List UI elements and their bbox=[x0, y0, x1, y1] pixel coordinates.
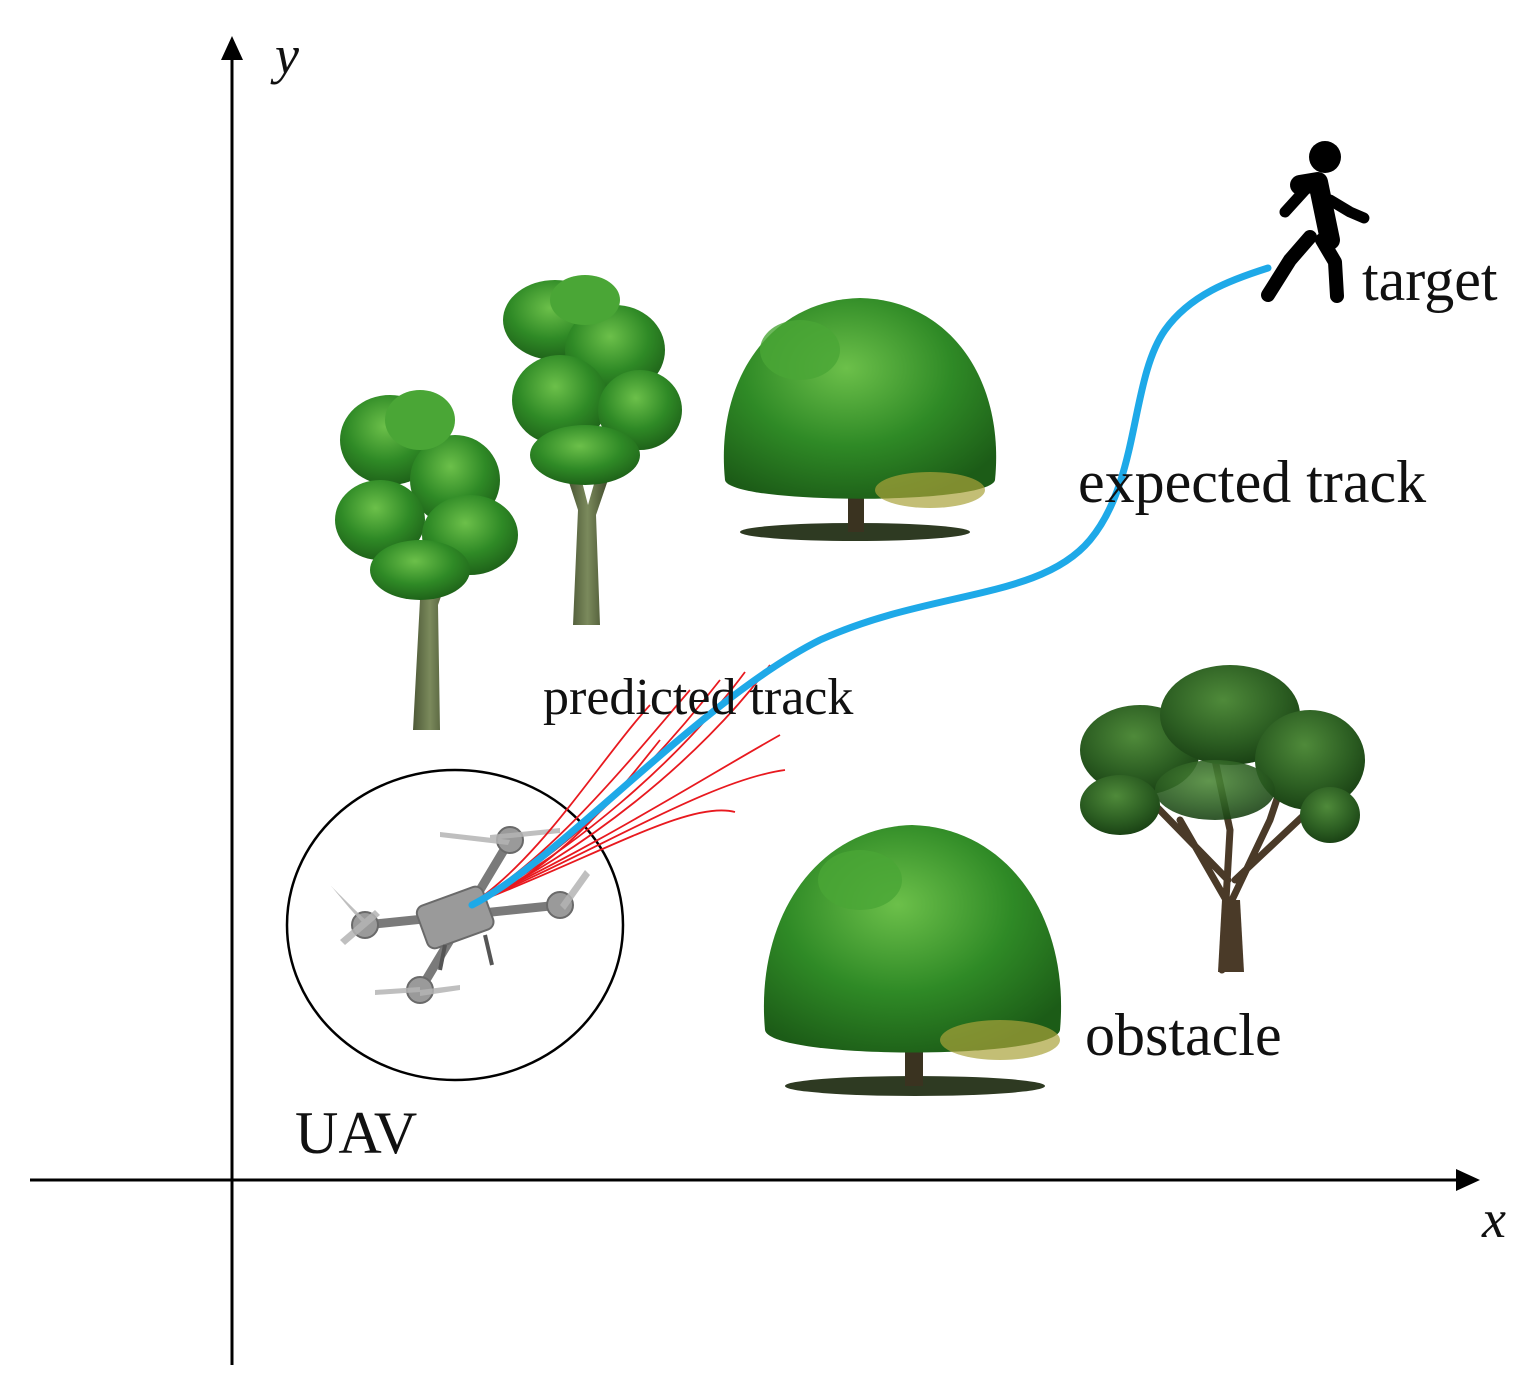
target-label: target bbox=[1362, 247, 1498, 313]
obstacle-tree-tall-middle bbox=[503, 275, 682, 625]
walking-person-icon bbox=[1261, 141, 1370, 303]
axes bbox=[30, 36, 1480, 1365]
x-axis-label: x bbox=[1482, 1189, 1506, 1249]
expected-track-curve bbox=[468, 264, 1272, 909]
predicted-track-label: predicted track bbox=[543, 669, 854, 726]
obstacle-tree-round-bottom bbox=[763, 825, 1062, 1096]
uav-label: UAV bbox=[295, 1100, 418, 1166]
predicted-track-line bbox=[469, 739, 661, 906]
y-axis-arrowhead bbox=[221, 36, 243, 60]
predicted-track-line bbox=[469, 734, 781, 906]
uav-boundary-circle bbox=[285, 768, 625, 1082]
obstacle-tree-round-top bbox=[723, 298, 997, 541]
predicted-track-line bbox=[469, 769, 786, 906]
obstacle-tree-tall-left bbox=[335, 390, 518, 730]
obstacle-tree-branching bbox=[1080, 665, 1365, 974]
predicted-track-line bbox=[469, 809, 736, 906]
x-axis-arrowhead bbox=[1456, 1169, 1480, 1191]
obstacle-label: obstacle bbox=[1085, 1002, 1282, 1068]
predicted-track-line bbox=[469, 704, 651, 906]
expected-track-label: expected track bbox=[1078, 449, 1427, 515]
y-axis-label: y bbox=[275, 25, 299, 85]
